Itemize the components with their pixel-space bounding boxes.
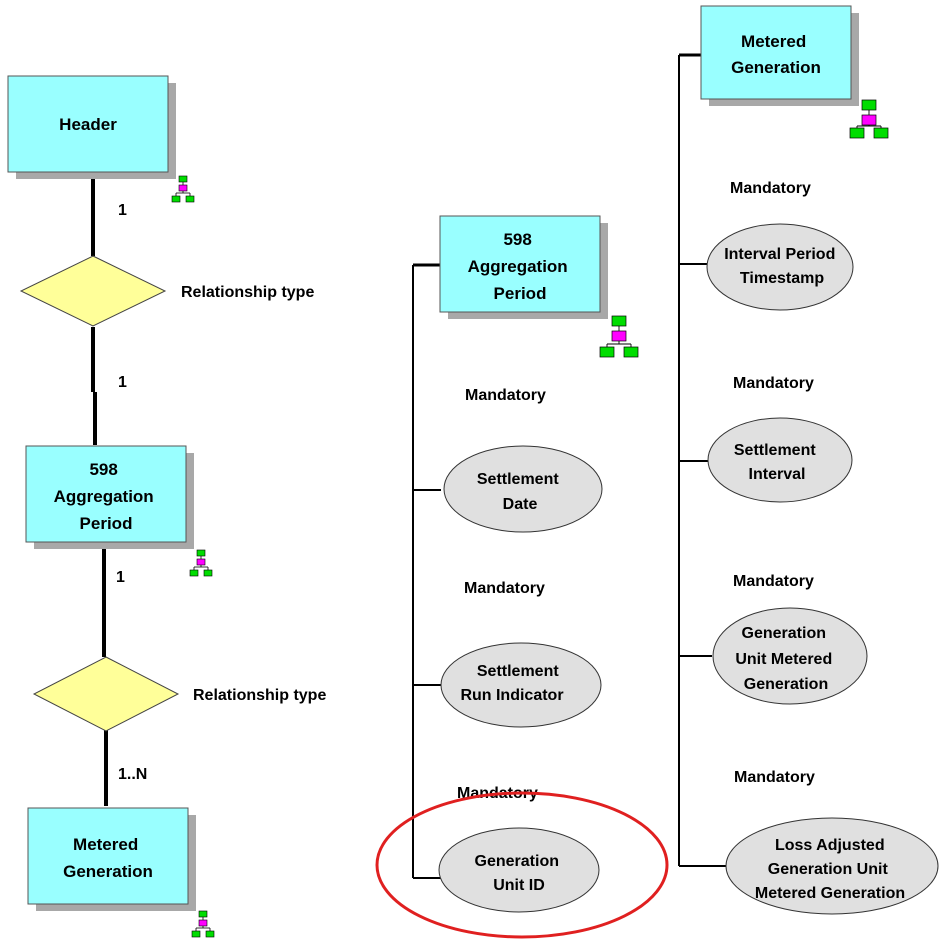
attribute-label: Loss Adjusted Generation Unit Metered Ge… <box>755 837 905 902</box>
metered-generation-entity[interactable]: Metered Generation <box>700 5 859 106</box>
generation-unit-metered-generation-attribute[interactable]: Generation Unit Metered Generation <box>712 607 868 705</box>
mandatory-label: Mandatory <box>734 769 815 786</box>
aggregation-period-label: 598 Aggregation Period <box>54 460 159 533</box>
cardinality-label: 1 <box>118 202 127 219</box>
metered-generation-label: Metered Generation <box>731 32 821 77</box>
hierarchy-icon <box>849 99 889 139</box>
settlement-interval-attribute[interactable]: Settlement Interval <box>707 417 853 503</box>
settlement-date-attribute[interactable]: Settlement Date <box>443 445 603 533</box>
aggregation-period-entity[interactable]: 598 Aggregation Period <box>439 215 608 319</box>
interval-period-timestamp-attribute[interactable]: Interval Period Timestamp <box>706 223 854 311</box>
relationship-label: Relationship type <box>181 284 314 301</box>
settlement-run-indicator-attribute[interactable]: Settlement Run Indicator <box>440 642 602 728</box>
header-entity-label: Header <box>59 115 117 134</box>
hierarchy-icon <box>191 910 215 938</box>
hierarchy-icon <box>599 315 639 358</box>
attribute-label: Settlement Date <box>477 471 563 513</box>
relationship-diamond[interactable] <box>32 656 180 732</box>
mandatory-label: Mandatory <box>465 387 546 404</box>
relationship-diamond[interactable] <box>19 255 167 327</box>
header-entity[interactable]: Header <box>7 75 176 179</box>
metered-generation-label: Metered Generation <box>63 835 153 881</box>
attribute-label: Generation Unit Metered Generation <box>735 625 836 693</box>
cardinality-label: 1 <box>116 569 125 586</box>
cardinality-label: 1 <box>118 374 127 391</box>
aggregation-period-label: 598 Aggregation Period <box>468 230 573 303</box>
metered-generation-entity[interactable]: Metered Generation <box>27 807 196 911</box>
left-column: Header 1 Relationship type 1 598 <box>7 75 326 938</box>
mandatory-label: Mandatory <box>733 375 814 392</box>
highlight-circle <box>375 791 669 939</box>
mandatory-label: Mandatory <box>733 573 814 590</box>
loss-adjusted-generation-unit-metered-generation-attribute[interactable]: Loss Adjusted Generation Unit Metered Ge… <box>725 817 939 915</box>
relationship-label: Relationship type <box>193 687 326 704</box>
middle-column: 598 Aggregation Period Mandatory Settlem… <box>375 215 669 939</box>
right-column: Metered Generation Mandatory Interval Pe… <box>678 5 939 915</box>
attribute-label: Generation Unit ID <box>475 853 564 894</box>
attribute-label: Settlement Run Indicator <box>460 663 563 704</box>
hierarchy-icon <box>171 175 195 203</box>
attribute-label: Interval Period Timestamp <box>724 246 840 287</box>
cardinality-label: 1..N <box>118 766 147 783</box>
mandatory-label: Mandatory <box>730 180 811 197</box>
generation-unit-id-attribute[interactable]: Generation Unit ID <box>438 827 600 913</box>
mandatory-label: Mandatory <box>464 580 545 597</box>
hierarchy-icon <box>189 549 213 577</box>
attribute-label: Settlement Interval <box>734 442 820 483</box>
aggregation-period-entity[interactable]: 598 Aggregation Period <box>25 445 194 549</box>
